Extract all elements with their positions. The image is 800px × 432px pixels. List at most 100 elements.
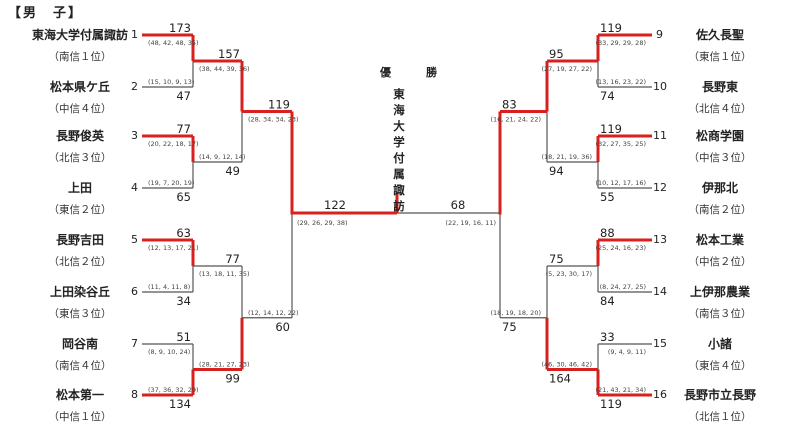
team-rank: （東信２位） <box>48 204 112 216</box>
match-score-top: 173 <box>169 21 191 35</box>
match-sets-bottom: (14, 9, 12, 14) <box>199 153 245 161</box>
team-entry: 岡谷南（南信４位） <box>20 335 140 373</box>
seed-number: 12 <box>653 181 667 194</box>
seed-number: 1 <box>131 28 138 41</box>
seed-number: 16 <box>653 388 667 401</box>
team-name: 松本第一 <box>55 388 104 402</box>
team-entry: 松本県ケ丘 （中信４位） <box>20 78 140 116</box>
match-score-bottom: 49 <box>225 164 240 178</box>
match-score-bottom: 75 <box>502 320 517 334</box>
seed-number: 4 <box>131 181 138 194</box>
team-entry: 松本第一 （中信１位） <box>20 386 140 424</box>
match-sets-top: (16, 21, 24, 22) <box>490 116 541 124</box>
final-sets-right: (22, 19, 16, 11) <box>445 219 496 227</box>
team-rank: （中信４位） <box>48 103 112 115</box>
match-score-top: 75 <box>549 252 564 266</box>
match-score-top: 119 <box>600 21 622 35</box>
seed-number: 7 <box>131 337 138 350</box>
team-rank: （中信１位） <box>48 411 112 423</box>
seed-number: 14 <box>653 285 667 298</box>
match-sets-bottom: (46, 30, 46, 42) <box>541 361 592 369</box>
match-sets-bottom: (10, 12, 17, 16) <box>595 179 646 187</box>
team-name: 長野市立長野 <box>683 388 756 402</box>
match-score-top: 33 <box>600 330 615 344</box>
team-name: 長野東 <box>701 80 738 94</box>
section-title: 【男 子】 <box>8 6 84 21</box>
match-sets-bottom: (13, 16, 23, 22) <box>595 78 646 86</box>
match-score-bottom: 65 <box>176 190 191 204</box>
team-name: 長野俊英 <box>55 129 104 143</box>
match-score-bottom: 134 <box>169 397 191 411</box>
match-score-top: 77 <box>176 122 191 136</box>
team-rank: （中信３位） <box>688 152 752 164</box>
team-entry: 長野市立長野 （北信１位） <box>660 386 780 424</box>
team-rank: （南信２位） <box>688 204 752 216</box>
match-sets-top: (8, 9, 10, 24) <box>148 348 190 356</box>
team-name: 上田 <box>67 181 92 195</box>
match-sets-bottom: (18, 21, 19, 36) <box>541 153 592 161</box>
team-entry: 上田 （東信２位） <box>20 179 140 217</box>
team-name: 東海大学付属諏訪 <box>31 28 128 42</box>
team-entry: 松商学園（中信３位） <box>660 127 780 165</box>
match-sets-bottom: (28, 21, 27, 23) <box>199 361 250 369</box>
champion-name: 東海大学付属諏訪 <box>393 87 405 213</box>
match-sets-top: (9, 4, 9, 11) <box>608 348 646 356</box>
team-rank: （北信２位） <box>48 256 112 268</box>
team-name: 松本県ケ丘 <box>49 80 110 94</box>
match-sets-bottom: (19, 7, 20, 19) <box>148 179 194 187</box>
match-score-top: 51 <box>176 330 191 344</box>
seed-number: 10 <box>653 80 667 93</box>
team-rank: （東信１位） <box>688 51 752 63</box>
seed-number: 8 <box>131 388 138 401</box>
team-name: 長野吉田 <box>55 233 104 247</box>
match-sets-top: (12, 13, 17, 21) <box>148 244 199 252</box>
team-entry: 上伊那農業（南信３位） <box>660 283 780 321</box>
match-score-bottom: 74 <box>600 89 615 103</box>
match-score-bottom: 94 <box>549 164 564 178</box>
team-entry: 長野吉田 （北信２位） <box>20 231 140 269</box>
team-entry: 伊那北（南信２位） <box>660 179 780 217</box>
seed-number: 9 <box>656 28 663 41</box>
match-sets-top: (27, 19, 27, 22) <box>541 65 592 73</box>
team-rank: （東信３位） <box>48 308 112 320</box>
match-score-top: 119 <box>600 122 622 136</box>
team-name: 松本工業 <box>695 233 744 247</box>
seed-number: 13 <box>653 233 667 246</box>
seed-number: 2 <box>131 80 138 93</box>
match-sets-bottom: (11, 4, 11, 8) <box>148 283 190 291</box>
match-score-bottom: 47 <box>176 89 191 103</box>
final-sets-left: (29, 26, 29, 38) <box>297 219 348 227</box>
team-name: 上伊那農業 <box>689 285 750 299</box>
team-entry: 上田染谷丘（東信３位） <box>20 283 140 321</box>
match-sets-top: (13, 18, 11, 35) <box>199 270 250 278</box>
team-rank: （北信４位） <box>688 103 752 115</box>
seed-number: 6 <box>131 285 138 298</box>
team-rank: （北信３位） <box>48 152 112 164</box>
match-sets-top: (48, 42, 48, 35) <box>148 39 199 47</box>
team-entry: 小諸（東信４位） <box>660 335 780 373</box>
team-rank: （中信２位） <box>688 256 752 268</box>
match-score-top: 95 <box>549 47 564 61</box>
match-score-bottom: 164 <box>549 372 571 386</box>
match-sets-top: (38, 44, 39, 36) <box>199 65 250 73</box>
match-score-top: 83 <box>502 98 517 112</box>
match-score-bottom: 34 <box>176 294 191 308</box>
team-rank: （東信４位） <box>688 360 752 372</box>
match-sets-bottom: (8, 24, 27, 25) <box>600 283 646 291</box>
match-score-top: 157 <box>218 47 240 61</box>
team-name: 岡谷南 <box>61 337 98 351</box>
team-entry: 長野東 （北信４位） <box>660 78 780 116</box>
team-rank: （北信１位） <box>688 411 752 423</box>
seed-number: 3 <box>131 129 138 142</box>
team-rank: （南信１位） <box>48 51 112 63</box>
team-entry: 松本工業 （中信２位） <box>660 231 780 269</box>
champion-label: 優 勝 <box>380 66 449 79</box>
final-score-right: 68 <box>451 198 466 212</box>
match-sets-bottom: (21, 43, 21, 34) <box>595 386 646 394</box>
match-score-top: 63 <box>176 226 191 240</box>
match-score-top: 119 <box>268 98 290 112</box>
team-name: 佐久長聖 <box>695 28 744 42</box>
match-sets-top: (25, 24, 16, 23) <box>595 244 646 252</box>
match-score-bottom: 119 <box>600 397 622 411</box>
